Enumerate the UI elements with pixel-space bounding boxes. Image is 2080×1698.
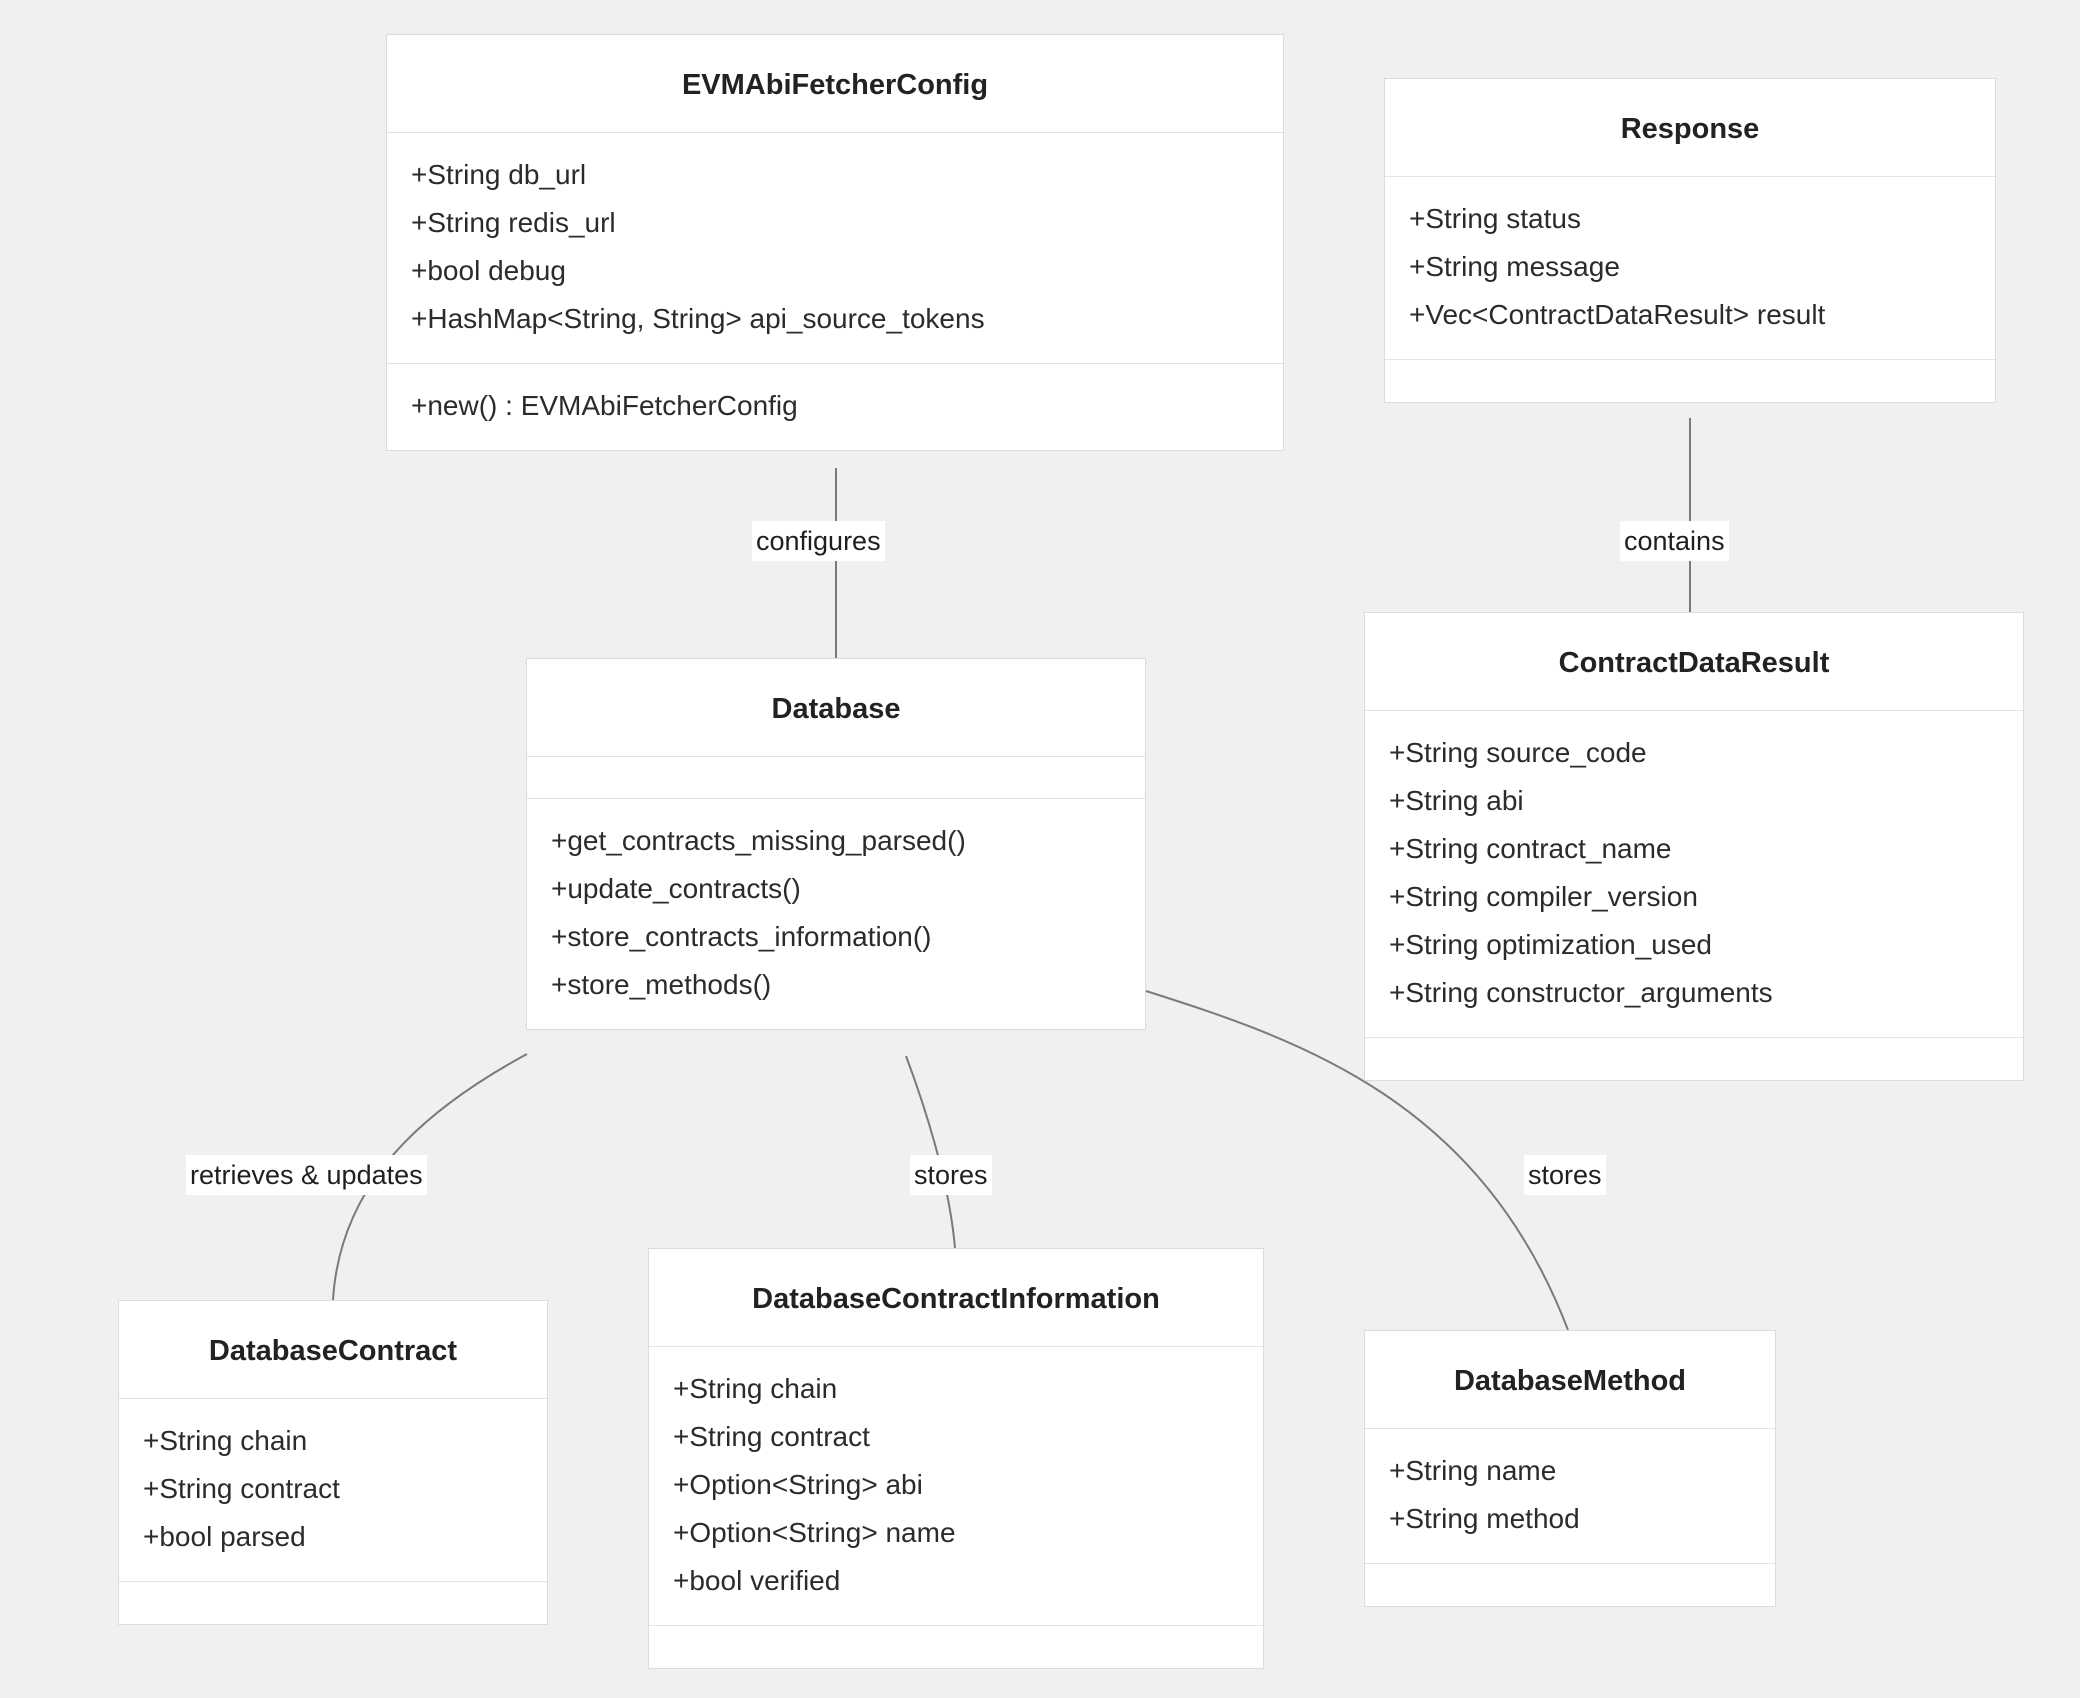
edge-label-contains: contains xyxy=(1620,521,1729,561)
class-box-database[interactable]: Database +get_contracts_missing_parsed()… xyxy=(526,658,1146,1030)
class-attribute: +String abi xyxy=(1389,785,1524,816)
class-attribute: +bool parsed xyxy=(143,1521,306,1552)
class-method: +update_contracts() xyxy=(551,873,801,904)
class-method: +new() : EVMAbiFetcherConfig xyxy=(411,390,798,421)
class-attribute: +String compiler_version xyxy=(1389,881,1698,912)
class-title-contract-data-result: ContractDataResult xyxy=(1365,613,2023,711)
class-title-database-contract-information: DatabaseContractInformation xyxy=(649,1249,1263,1347)
class-attribute: +String contract_name xyxy=(1389,833,1672,864)
edge-label-retrieves-updates: retrieves & updates xyxy=(186,1155,427,1195)
class-attribute: +Vec<ContractDataResult> result xyxy=(1409,299,1826,330)
class-attributes-response: +String status +String message +Vec<Cont… xyxy=(1385,177,1995,360)
class-attribute: +String chain xyxy=(673,1373,838,1404)
class-attribute: +bool verified xyxy=(673,1565,841,1596)
class-attribute: +String redis_url xyxy=(411,207,616,238)
class-title-evm-abi-fetcher-config: EVMAbiFetcherConfig xyxy=(387,35,1283,133)
class-attributes-contract-data-result: +String source_code +String abi +String … xyxy=(1365,711,2023,1038)
edge-label-configures: configures xyxy=(752,521,885,561)
class-methods-response xyxy=(1385,360,1995,402)
class-method: +store_contracts_information() xyxy=(551,921,932,952)
class-title-database-contract: DatabaseContract xyxy=(119,1301,547,1399)
class-box-database-contract[interactable]: DatabaseContract +String chain +String c… xyxy=(118,1300,548,1625)
edge-stores-contract-information xyxy=(905,1055,956,1249)
class-attribute: +String message xyxy=(1409,251,1620,282)
class-attribute: +String optimization_used xyxy=(1389,929,1712,960)
class-box-database-contract-information[interactable]: DatabaseContractInformation +String chai… xyxy=(648,1248,1264,1669)
class-attributes-database xyxy=(527,757,1145,799)
class-methods-database-contract xyxy=(119,1582,547,1624)
class-attribute: +String chain xyxy=(143,1425,308,1456)
class-box-contract-data-result[interactable]: ContractDataResult +String source_code +… xyxy=(1364,612,2024,1081)
class-attributes-database-contract: +String chain +String contract +bool par… xyxy=(119,1399,547,1582)
class-methods-evm-abi-fetcher-config: +new() : EVMAbiFetcherConfig xyxy=(387,364,1283,450)
class-attribute: +bool debug xyxy=(411,255,566,286)
class-attribute: +String constructor_arguments xyxy=(1389,977,1773,1008)
class-methods-database: +get_contracts_missing_parsed() +update_… xyxy=(527,799,1145,1029)
class-title-database: Database xyxy=(527,659,1145,757)
class-methods-database-method xyxy=(1365,1564,1775,1606)
class-box-response[interactable]: Response +String status +String message … xyxy=(1384,78,1996,403)
class-attribute: +String source_code xyxy=(1389,737,1647,768)
class-box-evm-abi-fetcher-config[interactable]: EVMAbiFetcherConfig +String db_url +Stri… xyxy=(386,34,1284,451)
class-method: +store_methods() xyxy=(551,969,772,1000)
class-method: +get_contracts_missing_parsed() xyxy=(551,825,966,856)
class-methods-database-contract-information xyxy=(649,1626,1263,1668)
class-attribute: +Option<String> name xyxy=(673,1517,956,1548)
class-attribute: +String db_url xyxy=(411,159,587,190)
edge-label-stores-contract-information: stores xyxy=(910,1155,992,1195)
class-attribute: +HashMap<String, String> api_source_toke… xyxy=(411,303,985,334)
class-attribute: +String contract xyxy=(143,1473,340,1504)
class-box-database-method[interactable]: DatabaseMethod +String name +String meth… xyxy=(1364,1330,1776,1607)
class-title-database-method: DatabaseMethod xyxy=(1365,1331,1775,1429)
class-attribute: +String status xyxy=(1409,203,1581,234)
class-attribute: +String method xyxy=(1389,1503,1580,1534)
class-attributes-evm-abi-fetcher-config: +String db_url +String redis_url +bool d… xyxy=(387,133,1283,364)
class-methods-contract-data-result xyxy=(1365,1038,2023,1080)
edge-label-stores-method: stores xyxy=(1524,1155,1606,1195)
class-attribute: +String name xyxy=(1389,1455,1557,1486)
class-attributes-database-method: +String name +String method xyxy=(1365,1429,1775,1564)
class-attribute: +String contract xyxy=(673,1421,870,1452)
class-attributes-database-contract-information: +String chain +String contract +Option<S… xyxy=(649,1347,1263,1626)
class-title-response: Response xyxy=(1385,79,1995,177)
class-attribute: +Option<String> abi xyxy=(673,1469,923,1500)
